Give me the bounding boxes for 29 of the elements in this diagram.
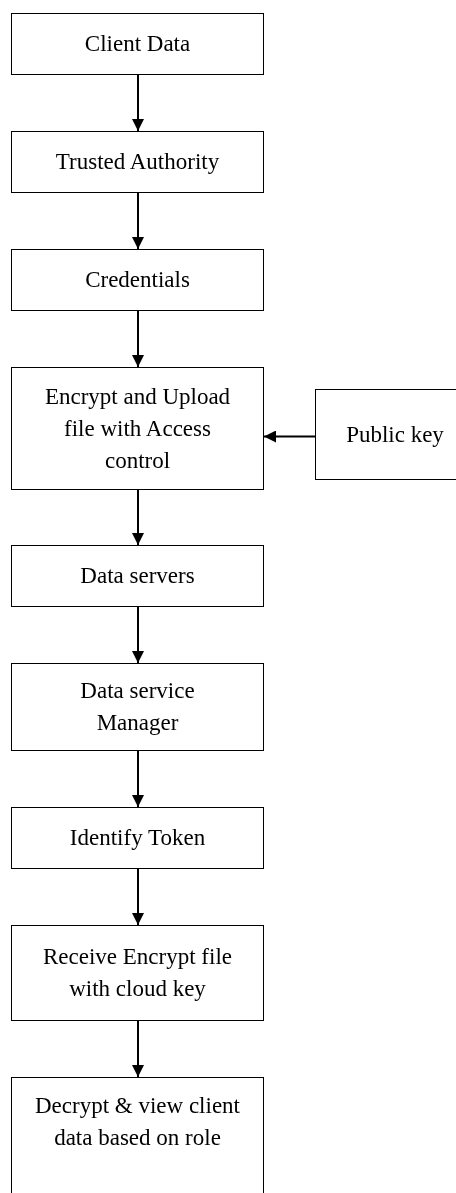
process-box	[11, 663, 264, 751]
box-text: Encrypt and Upload file with Access control	[43, 382, 232, 475]
arrow	[263, 430, 316, 443]
arrow	[132, 192, 144, 250]
process-box	[315, 389, 456, 480]
process-box	[11, 249, 264, 311]
arrow	[132, 74, 144, 132]
box-text: Decrypt & view client data based on role	[34, 1092, 241, 1152]
box-text: Client Data	[84, 30, 191, 58]
box-text: Data service Manager	[79, 677, 196, 737]
process-box	[11, 545, 264, 607]
box-text: Identify Token	[69, 824, 206, 852]
process-box	[11, 807, 264, 869]
box-text: Public key	[346, 420, 444, 449]
arrow	[132, 606, 144, 664]
box-text: Receive Encrypt file with cloud key	[42, 943, 233, 1003]
box-text: Trusted Authority	[55, 148, 220, 176]
process-box	[11, 13, 264, 75]
arrow	[132, 1020, 144, 1078]
arrow	[132, 310, 144, 368]
process-box	[11, 1077, 264, 1193]
process-box	[11, 367, 264, 490]
arrow	[132, 868, 144, 926]
box-text: Data servers	[80, 562, 195, 590]
arrow	[132, 489, 144, 546]
process-box	[11, 925, 264, 1021]
process-box	[11, 131, 264, 193]
arrow	[132, 750, 144, 808]
box-text: Credentials	[85, 266, 190, 294]
